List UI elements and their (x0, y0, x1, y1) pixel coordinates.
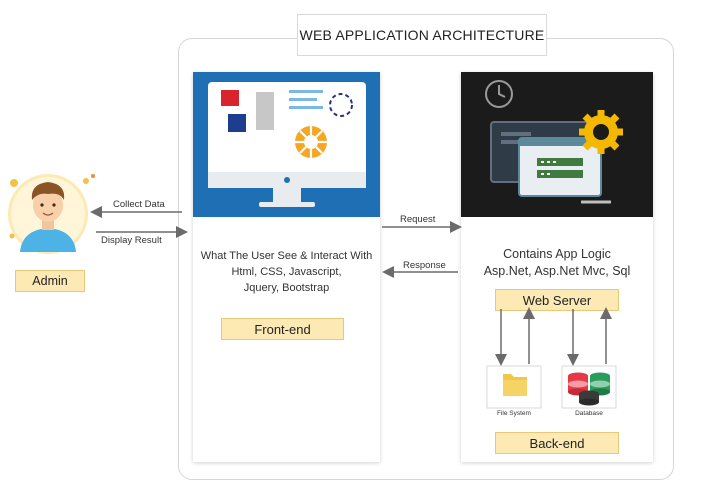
web-server-label: Web Server (495, 289, 619, 311)
database-icon (568, 372, 610, 406)
frontend-panel: What The User See & Interact With Html, … (193, 72, 380, 462)
collect-data-label: Collect Data (113, 199, 165, 210)
sunburst-icon (295, 126, 327, 158)
response-label: Response (403, 260, 446, 271)
database-label: Database (575, 410, 603, 417)
frontend-illustration (193, 72, 380, 217)
display-result-label: Display Result (101, 235, 162, 246)
backend-label: Back-end (495, 432, 619, 454)
frontend-description-line: Html, CSS, Javascript, (231, 266, 342, 278)
file-system-label: File System (497, 410, 531, 417)
frontend-description-line: What The User See & Interact With (200, 250, 373, 262)
database-box (561, 365, 617, 409)
backend-description-line: Contains App Logic (503, 247, 611, 261)
backend-flow (486, 307, 617, 409)
folder-icon (503, 374, 527, 396)
request-label: Request (400, 214, 436, 225)
monitor-icon (208, 82, 366, 207)
backend-illustration (461, 72, 653, 217)
avatar (8, 174, 88, 254)
backend-description-line: Asp.Net, Asp.Net Mvc, Sql (483, 264, 631, 278)
decorative-dots (9, 174, 95, 239)
frontend-description: What The User See & Interact With Html, … (193, 248, 380, 296)
frontend-description-line: Jquery, Bootstrap (243, 282, 330, 294)
file-system-box (486, 365, 542, 409)
diagram-title: WEB APPLICATION ARCHITECTURE (297, 14, 547, 56)
server-screens-icon (485, 80, 623, 204)
backend-panel: Contains App Logic Asp.Net, Asp.Net Mvc,… (461, 72, 653, 462)
backend-description: Contains App Logic Asp.Net, Asp.Net Mvc,… (461, 246, 653, 280)
frontend-label: Front-end (221, 318, 344, 340)
gear-icon (579, 110, 623, 154)
admin-label: Admin (15, 270, 85, 292)
clock-icon (485, 80, 513, 108)
